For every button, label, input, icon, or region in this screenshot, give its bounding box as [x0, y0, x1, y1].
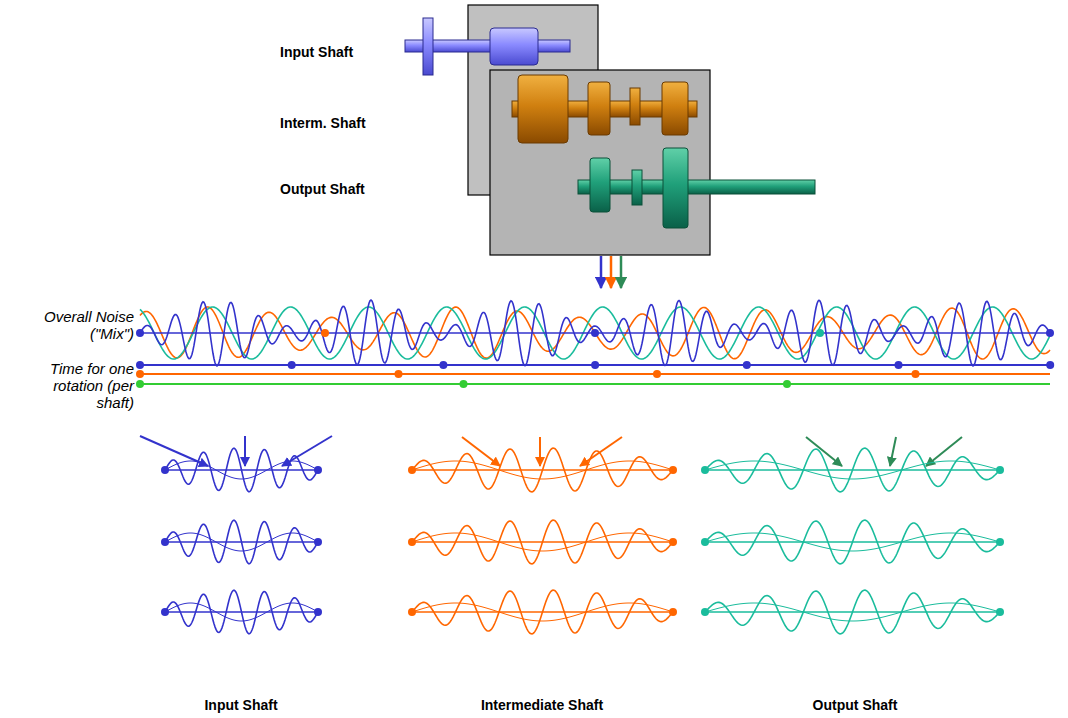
mix-marker	[1046, 329, 1054, 337]
shaft-label: Interm. Shaft	[280, 115, 366, 132]
gear	[663, 148, 688, 228]
rotation-marker	[314, 466, 322, 474]
rotation-marker	[701, 466, 709, 474]
rotation-marker	[408, 608, 416, 616]
mix-marker	[321, 329, 329, 337]
rotation-marker	[408, 538, 416, 546]
shaft-label: Overall Noise ("Mix")	[22, 308, 134, 342]
rotation-marker	[669, 538, 677, 546]
arrow	[600, 256, 603, 288]
noise-arrows	[601, 256, 621, 288]
rotation-marker	[408, 466, 416, 474]
rotation-marker	[460, 380, 468, 388]
arrow	[539, 437, 541, 466]
rotation-marker	[136, 370, 144, 378]
waveforms	[136, 300, 1054, 634]
output-shaft-drawing	[578, 148, 815, 228]
rotation-marker	[591, 361, 599, 369]
rotation-marker	[136, 361, 144, 369]
rotation-marker	[996, 608, 1004, 616]
shaft-label: Time for one rotation (per shaft)	[16, 360, 134, 411]
averaged-waveform	[165, 590, 318, 634]
averaged-waveform	[705, 590, 1000, 634]
rotation-marker	[783, 380, 791, 388]
rotation-marker	[161, 608, 169, 616]
rotation-marker	[912, 370, 920, 378]
rotation-marker	[395, 370, 403, 378]
gear	[490, 28, 538, 65]
rotation-marker	[669, 466, 677, 474]
intermediate-shaft-drawing	[512, 75, 697, 143]
gear	[518, 75, 568, 143]
gear	[590, 158, 610, 212]
mix-marker	[136, 329, 144, 337]
rotation-timeline	[140, 383, 1050, 385]
rotation-marker	[701, 538, 709, 546]
mix-waveform	[140, 307, 1050, 359]
shaft-label: Output Shaft	[280, 181, 365, 198]
averaged-waveform	[705, 520, 1000, 564]
arrow	[620, 256, 623, 288]
gear	[630, 88, 640, 125]
averaged-waveform	[705, 448, 1000, 492]
shaft-label: Output Shaft	[813, 697, 898, 714]
averaged-waveform	[412, 590, 673, 634]
averaged-waveform	[165, 520, 318, 564]
rotation-marker	[439, 361, 447, 369]
rotation-marker	[743, 361, 751, 369]
shaft	[578, 180, 815, 194]
shaft-label: Intermediate Shaft	[481, 697, 603, 714]
arrow	[244, 436, 246, 466]
rotation-marker	[161, 538, 169, 546]
input-shaft-drawing	[405, 18, 570, 75]
averaged-waveform	[412, 448, 673, 492]
rotation-marker	[701, 608, 709, 616]
mix-marker	[816, 329, 824, 337]
rotation-marker	[653, 370, 661, 378]
rotation-marker	[996, 466, 1004, 474]
rotation-marker	[669, 608, 677, 616]
shaft-label: Input Shaft	[280, 44, 353, 61]
shaft-label: Input Shaft	[204, 697, 277, 714]
averaged-waveform	[165, 448, 318, 492]
arrow	[610, 256, 613, 288]
gear	[423, 18, 433, 75]
gear	[632, 170, 642, 205]
gear	[662, 82, 688, 135]
rotation-marker	[136, 380, 144, 388]
gear	[588, 82, 610, 135]
mix-waveform	[140, 300, 1050, 366]
rotation-marker	[1046, 361, 1054, 369]
rotation-marker	[895, 361, 903, 369]
averaged-waveform	[412, 520, 673, 564]
rotation-marker	[996, 538, 1004, 546]
rotation-marker	[288, 361, 296, 369]
rotation-marker	[161, 466, 169, 474]
housing-panel	[490, 70, 710, 255]
mix-waveform	[140, 307, 1050, 359]
rotation-marker	[314, 608, 322, 616]
mix-marker	[591, 329, 599, 337]
rotation-marker	[314, 538, 322, 546]
arrow	[890, 437, 896, 466]
gearbox-housing	[468, 5, 710, 255]
